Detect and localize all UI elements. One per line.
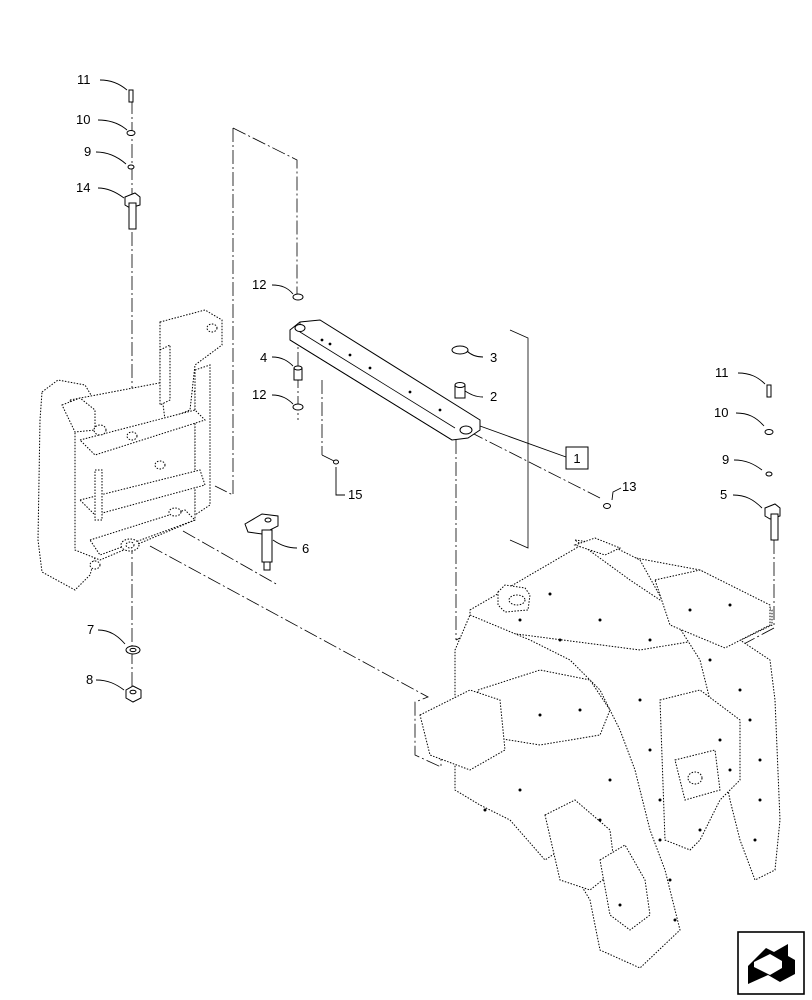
callout-14: 14 [76,180,90,195]
callout-11-left: 11 [77,72,91,87]
callout-labels: 1 2 3 4 5 6 7 8 9 9 10 10 11 11 12 12 13… [76,72,729,687]
callout-12-bottom: 12 [252,387,266,402]
callout-7: 7 [87,622,94,637]
small-hardware [125,89,774,703]
callout-10-right: 10 [714,405,728,420]
callout-9-right: 9 [722,452,729,467]
pin-6 [244,513,279,571]
callout-12-top: 12 [252,277,266,292]
pin-14 [124,192,141,230]
callout-1: 1 [573,451,580,466]
callout-15: 15 [348,487,362,502]
next-page-arrow-icon[interactable] [737,931,805,995]
callout-9-left: 9 [84,144,91,159]
callout-6: 6 [302,541,309,556]
link-arm [289,319,481,441]
callout-3: 3 [490,350,497,365]
callout-13: 13 [622,479,636,494]
pin-5 [764,503,781,541]
callout-5: 5 [720,487,727,502]
left-frame-assembly [37,309,223,591]
callout-8: 8 [86,672,93,687]
callout-2: 2 [490,389,497,404]
main-chassis [419,537,781,969]
leader-lines [95,79,766,691]
callout-11-right: 11 [715,365,729,380]
callout-4: 4 [260,350,267,365]
callout-10-left: 10 [76,112,90,127]
callout-box-1 [565,446,589,470]
